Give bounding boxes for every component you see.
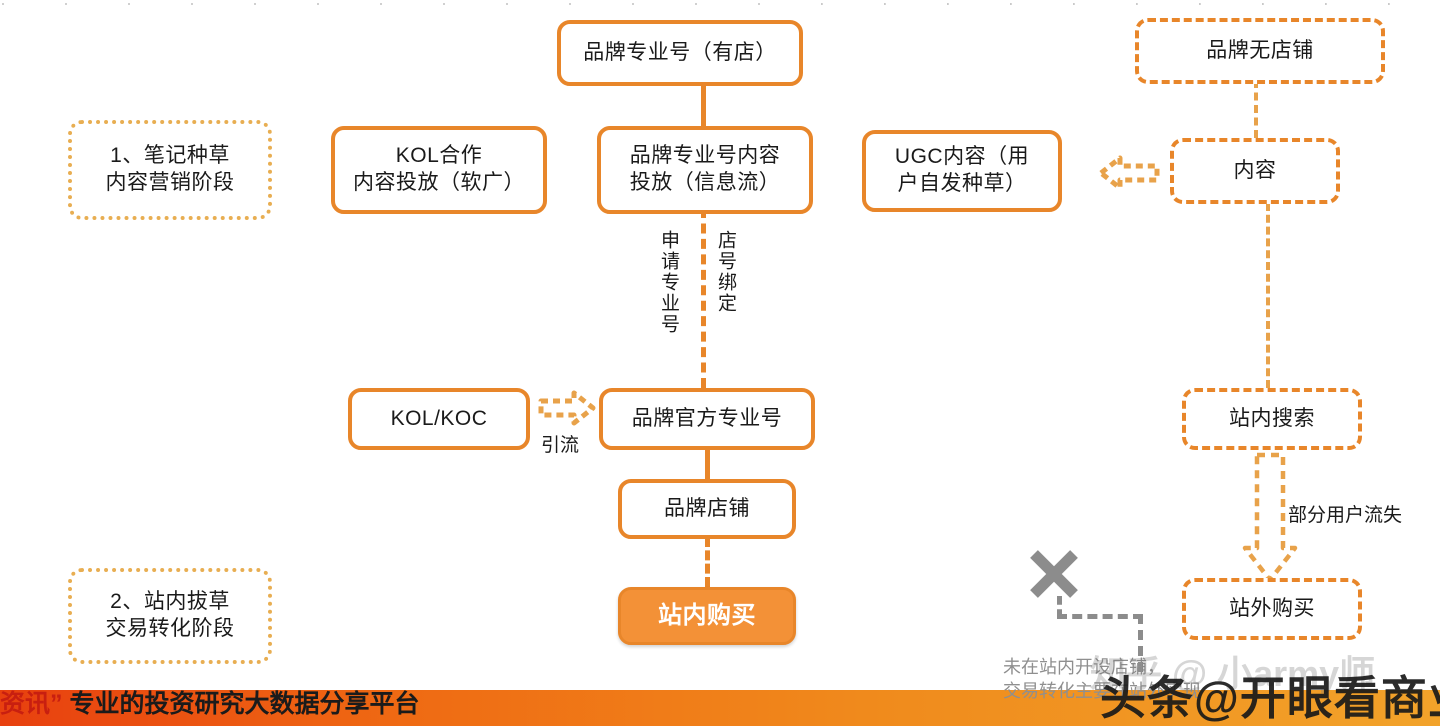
node-brand-no-shop[interactable]: 品牌无店铺 [1135,18,1385,84]
node-offsite-purchase[interactable]: 站外购买 [1182,578,1362,640]
node-brand-pro-with-shop[interactable]: 品牌专业号（有店） [557,20,803,86]
node-label: KOL合作 内容投放（软广） [353,144,525,194]
watermark-ghost: 知乎 @ 小army师 [1090,653,1376,694]
footer-text: 资讯” 专业的投资研究大数据分享平台 [0,690,419,720]
node-kol-koc[interactable]: KOL/KOC [348,388,530,450]
node-kol-cooperation[interactable]: KOL合作 内容投放（软广） [331,126,547,214]
note-no-onsite-shop: 未在站内开设店铺， 交易转化主要在站外实现 [1003,655,1201,704]
node-label: 品牌专业号（有店） [583,40,777,64]
connector-pro-shop-to-pro-content [701,84,706,126]
edge-label-store-binding: 店号绑定 [715,230,736,314]
stage-label-text: 2、站内拔草 交易转化阶段 [105,590,235,640]
node-label: 站内购买 [658,601,756,629]
arrow-drainage-icon [538,388,596,428]
edge-label-apply-pro-number: 申请专业号 [658,230,679,335]
node-label: 内容 [1233,158,1277,182]
connector-no-shop-to-content [1254,80,1258,138]
note-line-1: 未在站内开设店铺， [1003,657,1165,677]
edge-label-drainage: 引流 [541,435,580,456]
connector-blocked-horizontal [1057,614,1143,619]
node-content[interactable]: 内容 [1170,138,1340,204]
connector-content-to-search [1266,203,1270,388]
stage-label-2: 2、站内拔草 交易转化阶段 [68,568,272,664]
connector-pro-content-to-official-pro [701,208,706,388]
watermark-main: 头条@开眼看商业 [1100,672,1440,724]
node-onsite-purchase[interactable]: 站内购买 [618,587,796,645]
stage-label-text: 1、笔记种草 内容营销阶段 [105,144,235,194]
clipped-top-text-row: · · · · · · · · · · · · · · · · · · · · … [0,0,1440,7]
node-label: KOL/KOC [390,406,488,430]
stage-label-1: 1、笔记种草 内容营销阶段 [68,120,272,220]
node-label: UGC内容（用 户自发种草） [894,145,1030,195]
footer-quoted: 资讯” [0,690,63,718]
connector-blocked-vertical-down [1138,614,1143,672]
node-brand-pro-content[interactable]: 品牌专业号内容 投放（信息流） [597,126,813,214]
node-label: 品牌专业号内容 投放（信息流） [629,144,781,194]
connector-store-to-onsite-purchase [705,537,710,587]
connector-official-pro-to-store [705,447,710,480]
node-label: 品牌无店铺 [1206,38,1314,62]
connector-blocked-vertical-stub [1057,596,1062,618]
node-label: 品牌官方专业号 [631,406,783,430]
note-line-2: 交易转化主要在站外实现 [1003,681,1201,702]
node-onsite-search[interactable]: 站内搜索 [1182,388,1362,450]
arrow-partial-user-loss-icon [1240,452,1300,584]
node-label: 站内搜索 [1229,406,1315,430]
footer-bar: 资讯” 专业的投资研究大数据分享平台 [0,690,1440,726]
edge-label-partial-user-loss: 部分用户流失 [1288,505,1403,526]
node-brand-store[interactable]: 品牌店铺 [618,479,796,539]
footer-tagline: 专业的投资研究大数据分享平台 [62,690,420,718]
arrow-left-to-content-icon [1098,152,1160,194]
node-label: 品牌店铺 [664,496,750,520]
node-label: 站外购买 [1229,596,1315,620]
node-brand-official-pro[interactable]: 品牌官方专业号 [599,388,815,450]
blocked-path-x-icon [1028,548,1080,600]
node-ugc-content[interactable]: UGC内容（用 户自发种草） [862,130,1062,212]
